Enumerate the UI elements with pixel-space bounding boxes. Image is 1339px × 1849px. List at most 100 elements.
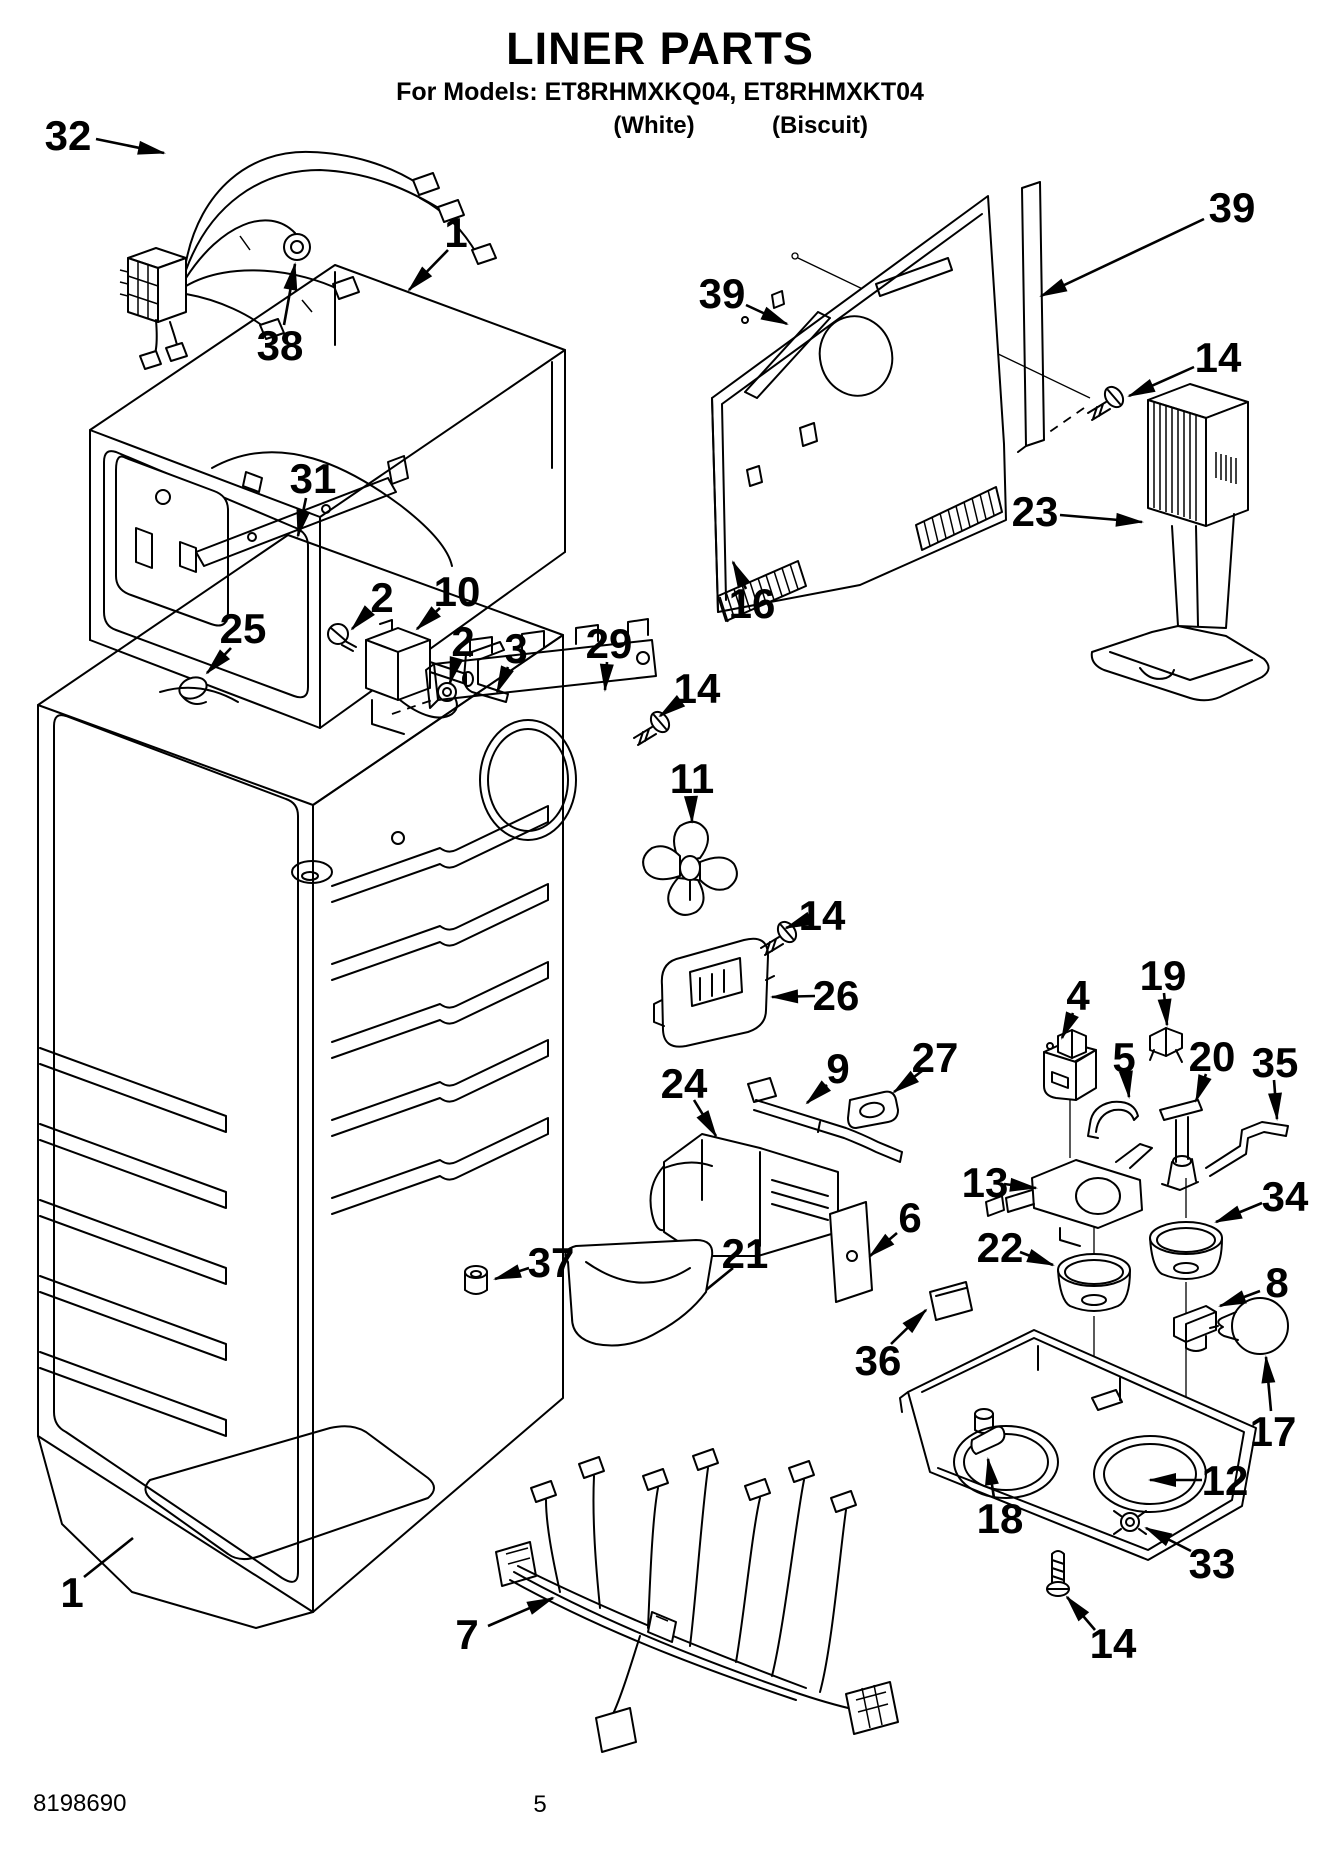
callout-number-2-9: 2 <box>370 574 393 621</box>
callout-leader-21-41 <box>705 1266 734 1292</box>
callout-number-8-31: 8 <box>1265 1259 1288 1306</box>
callout-number-14-38: 14 <box>1090 1620 1137 1667</box>
callout-leader-39-4 <box>1039 217 1205 298</box>
callout-number-20-25: 20 <box>1189 1033 1236 1080</box>
callout-leader-38-1 <box>282 262 298 326</box>
fan-assembly-drawing <box>425 618 738 916</box>
callout-leader-1-2 <box>407 249 449 292</box>
callout-leader-34-28 <box>1214 1201 1263 1224</box>
callout-leader-2-9 <box>350 605 375 631</box>
callout-leader-22-29 <box>1019 1248 1055 1267</box>
callout-number-11-16: 11 <box>670 755 714 802</box>
callout-number-6-30: 6 <box>898 1194 921 1241</box>
callout-leader-37-35 <box>493 1264 530 1281</box>
callout-number-33-37: 33 <box>1189 1540 1236 1587</box>
callout-leader-36-32 <box>890 1308 928 1345</box>
callout-number-4-22: 4 <box>1066 972 1090 1019</box>
callout-leader-4-22 <box>1060 1011 1079 1040</box>
callout-leader-35-26 <box>1268 1079 1282 1121</box>
callout-number-36-32: 36 <box>855 1337 902 1384</box>
screw-14-top <box>1087 385 1125 421</box>
callout-leader-6-30 <box>868 1232 898 1258</box>
callout-leader-27-21 <box>892 1069 923 1094</box>
callout-leader-24-19 <box>692 1099 718 1138</box>
callout-number-7-40: 7 <box>455 1611 478 1658</box>
callout-number-39-3: 39 <box>699 270 746 317</box>
callout-leader-10-10 <box>415 606 441 631</box>
screw-14-mid <box>633 710 671 746</box>
callout-leader-23-6 <box>1059 512 1144 527</box>
callout-number-22-29: 22 <box>977 1224 1024 1271</box>
callout-number-9-20: 9 <box>826 1045 849 1092</box>
callout-leader-31-7 <box>296 497 311 538</box>
callout-number-1-2: 1 <box>444 209 467 256</box>
callout-leader-13-27 <box>1003 1177 1038 1192</box>
callout-number-14-14: 14 <box>674 665 721 712</box>
callout-number-31-7: 31 <box>290 455 337 502</box>
page-title: LINER PARTS <box>506 23 814 74</box>
screw-14-bottom <box>1046 1550 1070 1597</box>
callout-number-14-5: 14 <box>1195 334 1242 381</box>
callout-number-10-10: 10 <box>434 568 481 615</box>
thermostat-cluster-drawing <box>178 455 509 735</box>
callout-number-13-27: 13 <box>962 1159 1009 1206</box>
callout-leader-14-14 <box>658 695 686 718</box>
callout-number-2-11: 2 <box>451 618 474 665</box>
callout-number-19-23: 19 <box>1140 952 1187 999</box>
callout-leader-14-38 <box>1065 1595 1096 1631</box>
callout-leader-33-37 <box>1144 1526 1192 1553</box>
callout-leader-1-39 <box>83 1536 134 1579</box>
callout-number-29-13: 29 <box>586 620 633 667</box>
callout-number-16-15: 16 <box>729 580 776 627</box>
callout-number-21-41: 21 <box>722 1230 769 1277</box>
callout-leader-29-13 <box>599 661 614 692</box>
bottom-wire-harness-drawing <box>495 1448 899 1753</box>
callout-leader-8-31 <box>1218 1289 1261 1308</box>
callout-number-18-36: 18 <box>977 1495 1024 1542</box>
color-label-white: (White) <box>613 112 695 139</box>
callout-number-37-35: 37 <box>528 1239 575 1286</box>
callout-number-32-0: 32 <box>45 112 92 159</box>
freezer-liner-drawing <box>89 264 566 729</box>
callout-leader-17-33 <box>1261 1355 1276 1412</box>
callout-number-3-12: 3 <box>504 625 527 672</box>
top-wire-harness-drawing <box>119 150 497 370</box>
callout-leader-5-24 <box>1118 1070 1133 1099</box>
callout-leader-14-5 <box>1127 365 1195 398</box>
callout-number-27-21: 27 <box>912 1034 959 1081</box>
callout-leader-18-36 <box>985 1457 999 1499</box>
callout-leader-3-12 <box>495 665 514 694</box>
callout-leader-9-20 <box>805 1080 832 1105</box>
damper-tower-drawing <box>1090 383 1270 702</box>
lamp-cluster-drawing <box>829 1027 1289 1561</box>
back-panel-drawing <box>711 195 1007 623</box>
callout-number-38-1: 38 <box>257 322 304 369</box>
page-number: 5 <box>533 1791 547 1818</box>
callout-leader-2-11 <box>448 656 464 685</box>
callout-number-34-28: 34 <box>1262 1173 1309 1220</box>
callout-number-25-8: 25 <box>220 605 267 652</box>
callout-leader-11-16 <box>683 795 698 824</box>
main-liner-drawing <box>37 534 564 1629</box>
callout-leader-16-15 <box>731 560 751 590</box>
callout-number-5-24: 5 <box>1112 1034 1135 1081</box>
trim-strips-drawing <box>744 181 1045 453</box>
air-duct-drawing <box>464 937 903 1347</box>
callout-leader-7-40 <box>487 1596 555 1628</box>
callout-leader-26-18 <box>770 989 816 1004</box>
callout-leader-14-17 <box>784 911 813 930</box>
callout-number-1-39: 1 <box>60 1569 83 1616</box>
callout-leader-32-0 <box>95 137 166 155</box>
callout-leader-39-3 <box>745 303 789 326</box>
models-subtitle: For Models: ET8RHMXKQ04, ET8RHMXKT04 <box>396 78 924 106</box>
callout-number-14-17: 14 <box>799 892 846 939</box>
callout-number-17-33: 17 <box>1250 1408 1297 1455</box>
callout-number-26-18: 26 <box>813 972 860 1019</box>
callout-leader-19-23 <box>1157 992 1172 1027</box>
callout-number-35-26: 35 <box>1252 1039 1299 1086</box>
callout-leader-25-8 <box>205 647 232 675</box>
document-number: 8198690 <box>33 1790 127 1817</box>
